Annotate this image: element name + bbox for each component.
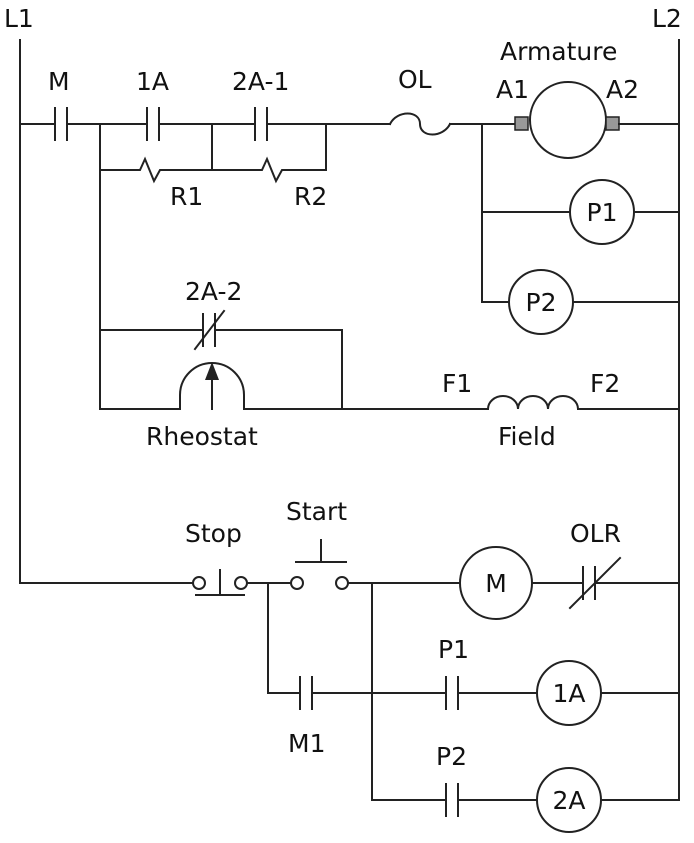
contact-1a bbox=[146, 107, 160, 141]
rung-control bbox=[19, 539, 680, 833]
contact-m1-label: M1 bbox=[288, 729, 325, 758]
stop-button bbox=[192, 569, 248, 596]
rail-l1-label: L1 bbox=[4, 4, 34, 33]
overload-label: OL bbox=[398, 65, 432, 94]
contact-1a-label: 1A bbox=[136, 67, 169, 96]
armature bbox=[514, 81, 620, 159]
contact-m1 bbox=[299, 676, 313, 710]
contact-m-label: M bbox=[48, 67, 70, 96]
armature-motor bbox=[529, 81, 607, 159]
contact-2a-1-label: 2A-1 bbox=[232, 67, 289, 96]
contact-p2-label: P2 bbox=[436, 742, 467, 771]
overload-element bbox=[388, 112, 452, 136]
contact-m bbox=[54, 107, 68, 141]
start-button-label: Start bbox=[286, 497, 347, 526]
contact-2a-2-label: 2A-2 bbox=[185, 277, 242, 306]
resistor-r1 bbox=[99, 156, 213, 184]
coil-p1-label: P1 bbox=[587, 198, 618, 227]
rheostat-wiper-arrow bbox=[205, 362, 219, 380]
armature-a1-label: A1 bbox=[496, 75, 529, 104]
coil-2a-label: 2A bbox=[552, 786, 585, 815]
armature-a2-label: A2 bbox=[606, 75, 639, 104]
armature-terminal-a2 bbox=[605, 116, 620, 131]
rail-l2-label: L2 bbox=[652, 4, 682, 33]
coil-p2-label: P2 bbox=[526, 288, 557, 317]
stop-button-label: Stop bbox=[185, 519, 242, 548]
rung-armature bbox=[19, 81, 680, 335]
start-button bbox=[290, 539, 349, 590]
field-f1-label: F1 bbox=[442, 369, 472, 398]
armature-terminal-a1 bbox=[514, 116, 529, 131]
resistor-r2 bbox=[211, 156, 327, 184]
field-coil bbox=[486, 395, 580, 411]
resistor-r1-label: R1 bbox=[170, 182, 203, 211]
contact-p1-label: P1 bbox=[438, 635, 469, 664]
field-title: Field bbox=[498, 422, 556, 451]
rheostat-label: Rheostat bbox=[146, 422, 258, 451]
field-f2-label: F2 bbox=[590, 369, 620, 398]
rung-field bbox=[99, 169, 680, 411]
contact-p1 bbox=[445, 676, 459, 710]
armature-title: Armature bbox=[500, 37, 617, 66]
coil-1a-label: 1A bbox=[552, 679, 585, 708]
contact-2a-1 bbox=[254, 107, 268, 141]
resistor-r2-label: R2 bbox=[294, 182, 327, 211]
contact-p2 bbox=[445, 783, 459, 817]
coil-m-label: M bbox=[485, 569, 507, 598]
contact-olr-label: OLR bbox=[570, 519, 621, 548]
